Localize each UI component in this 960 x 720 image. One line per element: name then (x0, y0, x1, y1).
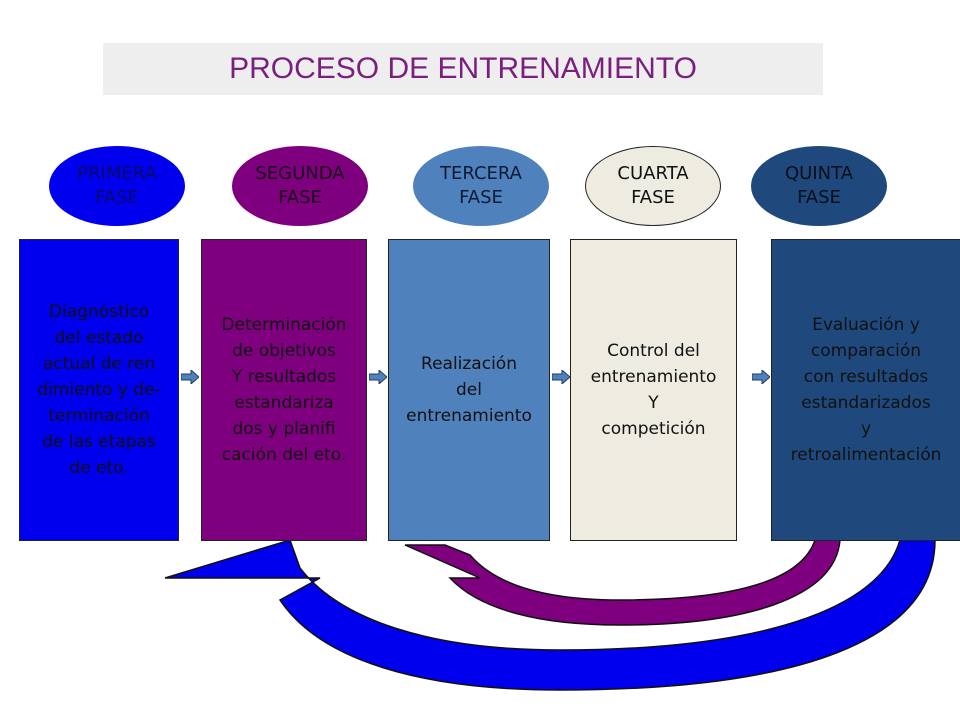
step-5-box: Evaluación y comparación con resultados … (771, 239, 960, 541)
connector-arrow-3 (552, 370, 570, 384)
title-bar: PROCESO DE ENTRENAMIENTO (103, 43, 823, 95)
step-4-text: Control del entrenamiento Y competición (590, 341, 717, 439)
phase-2-label: SEGUNDA FASE (255, 163, 345, 208)
page-title: PROCESO DE ENTRENAMIENTO (229, 52, 697, 85)
phase-5-label: QUINTA FASE (784, 163, 854, 208)
phase-4: CUARTA FASE (585, 146, 721, 226)
phase-5: QUINTA FASE (751, 146, 887, 226)
phase-1: PRIMERA FASE (49, 146, 185, 226)
phase-3: TERCERA FASE (413, 146, 549, 226)
connector-arrow-4 (752, 370, 770, 384)
step-1-text: Diagnóstico del estado actual de ren dim… (37, 302, 161, 478)
step-3-box: Realización del entrenamiento (388, 239, 550, 541)
step-5-text: Evaluación y comparación con resultados … (790, 315, 942, 465)
phase-1-label: PRIMERA FASE (77, 163, 157, 208)
step-1-box: Diagnóstico del estado actual de ren dim… (19, 239, 179, 541)
step-4-box: Control del entrenamiento Y competición (570, 239, 737, 541)
feedback-arrow-outer (164, 539, 936, 691)
phase-4-label: CUARTA FASE (617, 163, 689, 208)
step-2-box: Determinación de objetivos Y resultados … (201, 239, 367, 541)
phase-2: SEGUNDA FASE (232, 146, 368, 226)
phase-3-label: TERCERA FASE (439, 163, 522, 208)
step-3-text: Realización del entrenamiento (406, 354, 532, 426)
step-2-text: Determinación de objetivos Y resultados … (221, 315, 347, 465)
connector-arrow-1 (181, 370, 199, 384)
connector-arrow-2 (369, 370, 387, 384)
feedback-arrow-inner (404, 539, 841, 626)
